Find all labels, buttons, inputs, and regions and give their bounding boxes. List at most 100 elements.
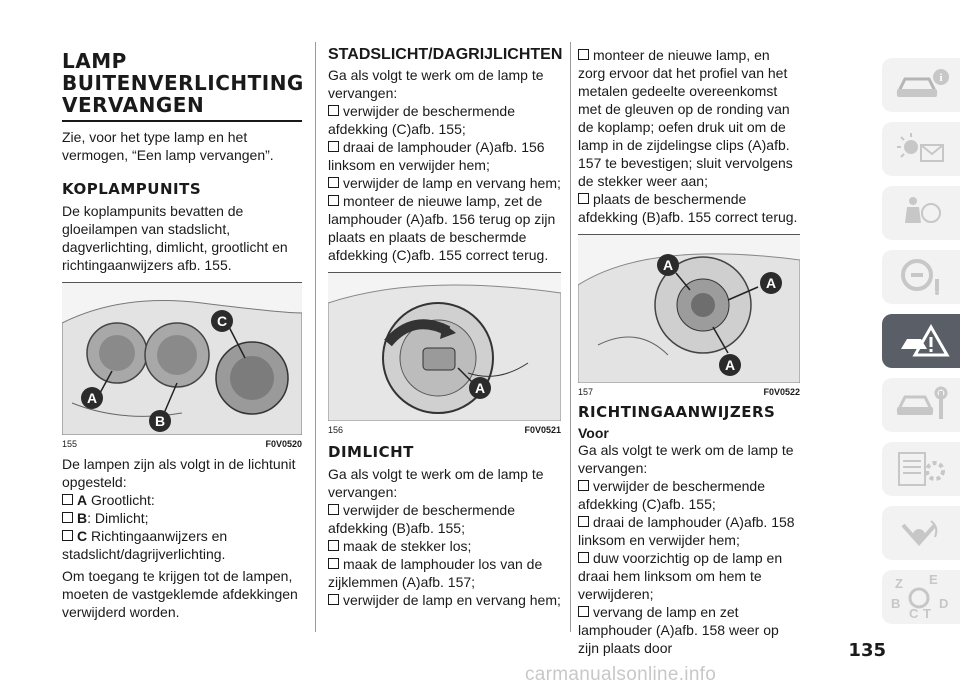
svg-text:i: i — [939, 72, 942, 84]
list-item: draai de lamphouder (A)afb. 158 linksom … — [578, 514, 795, 548]
list-item: draai de lamphouder (A)afb. 156 linksom … — [328, 139, 545, 173]
bullet-box-icon — [328, 540, 339, 551]
list-item: monteer de nieuwe lamp, zet de lamphoude… — [328, 193, 556, 263]
bullet-box-icon — [578, 49, 589, 60]
column-divider — [315, 42, 316, 632]
list-item: verwijder de lamp en vervang hem; — [328, 591, 561, 609]
callout-a: A — [719, 354, 741, 376]
lampholder-illustration: A — [328, 273, 561, 421]
richting-intro: Ga als volgt te werk om de lamp te verva… — [578, 442, 794, 476]
list-item: verwijder de beschermende afdekking (C)a… — [578, 478, 765, 512]
figure-156-caption: 156 F0V0521 — [328, 425, 561, 435]
callout-a: A — [81, 387, 103, 409]
bullet-box-icon — [328, 105, 339, 116]
figure-code: F0V0522 — [763, 387, 800, 397]
koplampunits-paragraph: De koplampunits bevatten de gloeilampen … — [62, 203, 288, 273]
figure-156: A — [328, 272, 561, 421]
stadslicht-intro: Ga als volgt te werk om de lamp te verva… — [328, 67, 544, 101]
lights-message-icon[interactable] — [882, 122, 960, 176]
list-item: maak de stekker los; — [328, 537, 561, 555]
headlamp-illustration: C A B — [62, 283, 302, 435]
column-divider — [570, 42, 571, 632]
stadslicht-heading: STADSLICHT/DAGRIJLICHTEN — [328, 46, 563, 63]
multimedia-icon[interactable] — [882, 506, 960, 560]
bullet-box-icon — [328, 195, 339, 206]
svg-text:C: C — [217, 313, 227, 329]
watermark: carmanualsonline.info — [525, 664, 717, 685]
figure-number: 155 — [62, 439, 78, 449]
access-paragraph: Om toegang te krijgen tot de lampen, moe… — [62, 568, 298, 620]
figure-157-caption: 157 F0V0522 — [578, 387, 800, 397]
svg-text:A: A — [475, 380, 485, 396]
svg-text:B: B — [891, 596, 900, 611]
list-item: B: Dimlicht; — [62, 509, 302, 527]
list-item: plaats de beschermende afdekking (B)afb.… — [578, 191, 798, 225]
airbag-safety-icon[interactable] — [882, 186, 960, 240]
bullet-box-icon — [578, 193, 589, 204]
dimlicht-heading: DIMLICHT — [328, 443, 414, 461]
svg-text:C: C — [909, 606, 919, 621]
richtingaanwijzers-heading: RICHTINGAANWIJZERS — [578, 403, 776, 421]
figure-number: 156 — [328, 425, 344, 435]
bullet-box-icon — [62, 512, 73, 523]
index-icon[interactable]: Z E B C T D — [882, 570, 960, 624]
svg-text:A: A — [87, 390, 97, 406]
callout-a: A — [657, 254, 679, 276]
bullet-box-icon — [578, 516, 589, 527]
title-rule — [62, 120, 302, 122]
title-line-3: VERVANGEN — [62, 93, 205, 117]
list-item: C Richtingaanwijzers en stadslicht/dagri… — [62, 528, 228, 562]
figure-155: C A B — [62, 282, 302, 435]
bullet-box-icon — [328, 177, 339, 188]
koplampunits-heading: KOPLAMPUNITS — [62, 180, 202, 198]
car-service-icon[interactable] — [882, 378, 960, 432]
list-item: verwijder de lamp en vervang hem; — [328, 174, 561, 192]
svg-text:A: A — [725, 357, 735, 373]
list-item: vervang de lamp en zet lamphouder (A)afb… — [578, 604, 779, 656]
car-info-icon[interactable]: i — [882, 58, 960, 112]
svg-text:Z: Z — [895, 576, 903, 591]
bullet-box-icon — [578, 606, 589, 617]
technical-data-icon[interactable] — [882, 442, 960, 496]
figure-code: F0V0520 — [265, 439, 302, 449]
title-line-1: LAMP — [62, 49, 127, 73]
svg-text:A: A — [766, 275, 776, 291]
column-2: STADSLICHT/DAGRIJLICHTEN Ga als volgt te… — [328, 40, 563, 609]
list-item: monteer de nieuwe lamp, en zorg ervoor d… — [578, 47, 793, 189]
figure-157: A A A — [578, 234, 800, 383]
list-item: A Grootlicht: — [62, 491, 302, 509]
list-item: maak de lamphouder los van de zijklemmen… — [328, 556, 543, 590]
dimlight-illustration: A A A — [578, 235, 800, 383]
bullet-box-icon — [62, 494, 73, 505]
svg-text:A: A — [663, 257, 673, 273]
figure-155-caption: 155 F0V0520 — [62, 439, 302, 449]
bullet-box-icon — [578, 480, 589, 491]
svg-text:E: E — [929, 572, 938, 587]
title-line-2: BUITENVERLICHTING — [62, 71, 304, 95]
callout-a: A — [469, 377, 491, 399]
voor-subheading: Voor — [578, 425, 609, 441]
list-item: verwijder de beschermende afdekking (B)a… — [328, 502, 515, 536]
list-item: verwijder de beschermende afdekking (C)a… — [328, 103, 515, 137]
section-title: LAMP BUITENVERLICHTING VERVANGEN — [62, 49, 304, 117]
bullet-box-icon — [328, 558, 339, 569]
steering-wheel-icon[interactable] — [882, 250, 960, 304]
column-3: monteer de nieuwe lamp, en zorg ervoor d… — [578, 40, 800, 657]
dimlicht-intro: Ga als volgt te werk om de lamp te verva… — [328, 466, 544, 500]
warning-emergency-icon[interactable] — [882, 314, 960, 368]
bullet-box-icon — [328, 594, 339, 605]
callout-c: C — [211, 310, 233, 332]
bullet-box-icon — [578, 552, 589, 563]
figure-code: F0V0521 — [524, 425, 561, 435]
callout-b: B — [149, 410, 171, 432]
bullet-box-icon — [328, 504, 339, 515]
list-item: duw voorzichtig op de lamp en draai hem … — [578, 550, 783, 602]
page-number: 135 — [848, 640, 886, 661]
svg-text:D: D — [939, 596, 948, 611]
intro-paragraph: Zie, voor het type lamp en het vermogen,… — [62, 129, 274, 163]
callout-a: A — [760, 272, 782, 294]
bullet-box-icon — [328, 141, 339, 152]
figure-number: 157 — [578, 387, 594, 397]
svg-text:B: B — [155, 413, 165, 429]
svg-text:T: T — [923, 606, 931, 621]
